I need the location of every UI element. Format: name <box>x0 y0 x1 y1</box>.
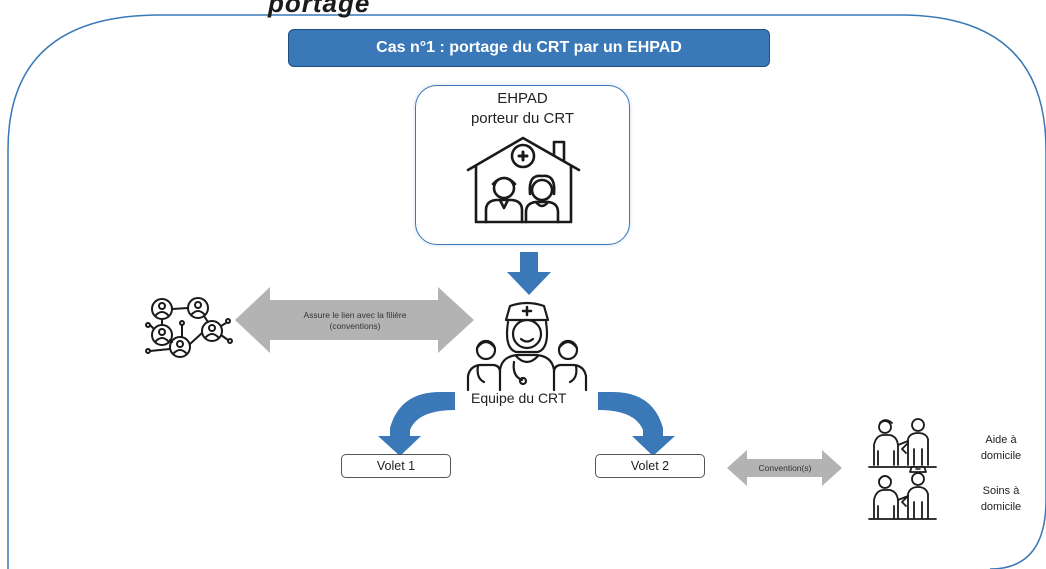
aide-line1: Aide à <box>985 434 1017 446</box>
medical-team-icon <box>466 301 588 392</box>
curved-arrow-left <box>378 392 455 456</box>
link-double-arrow <box>235 287 474 353</box>
top-title-fragment: portage <box>268 0 371 18</box>
house-medical-couple-icon <box>466 136 581 224</box>
link-arrow-line1: Assure le lien avec la filière <box>303 310 407 320</box>
network-people-icon <box>145 297 233 358</box>
link-arrow-line2: (conventions) <box>329 321 381 331</box>
link-arrow-text: Assure le lien avec la filière (conventi… <box>272 310 438 332</box>
convention-double-arrow <box>727 450 842 486</box>
curved-arrow-right <box>598 392 675 456</box>
volet-1-box: Volet 1 <box>341 454 451 478</box>
nurse-elderly-icon <box>868 466 937 520</box>
soins-line2: domicile <box>980 501 1022 513</box>
ehpad-subtitle: porteur du CRT <box>470 110 575 127</box>
soins-line1: Soins à <box>982 485 1020 497</box>
caregiver-elderly-icon <box>868 418 937 468</box>
team-label: Equipe du CRT <box>471 390 567 406</box>
ehpad-title: EHPAD <box>497 90 548 107</box>
diagram-header: Cas n°1 : portage du CRT par un EHPAD <box>288 29 770 67</box>
convention-arrow-text: Convention(s) <box>758 463 812 473</box>
ehpad-box: EHPAD porteur du CRT <box>415 85 630 245</box>
down-arrow <box>507 252 551 295</box>
soins-domicile-label: Soins à domicile <box>966 483 1036 515</box>
volet-2-box: Volet 2 <box>595 454 705 478</box>
aide-line2: domicile <box>980 450 1022 462</box>
aide-domicile-label: Aide à domicile <box>966 432 1036 464</box>
